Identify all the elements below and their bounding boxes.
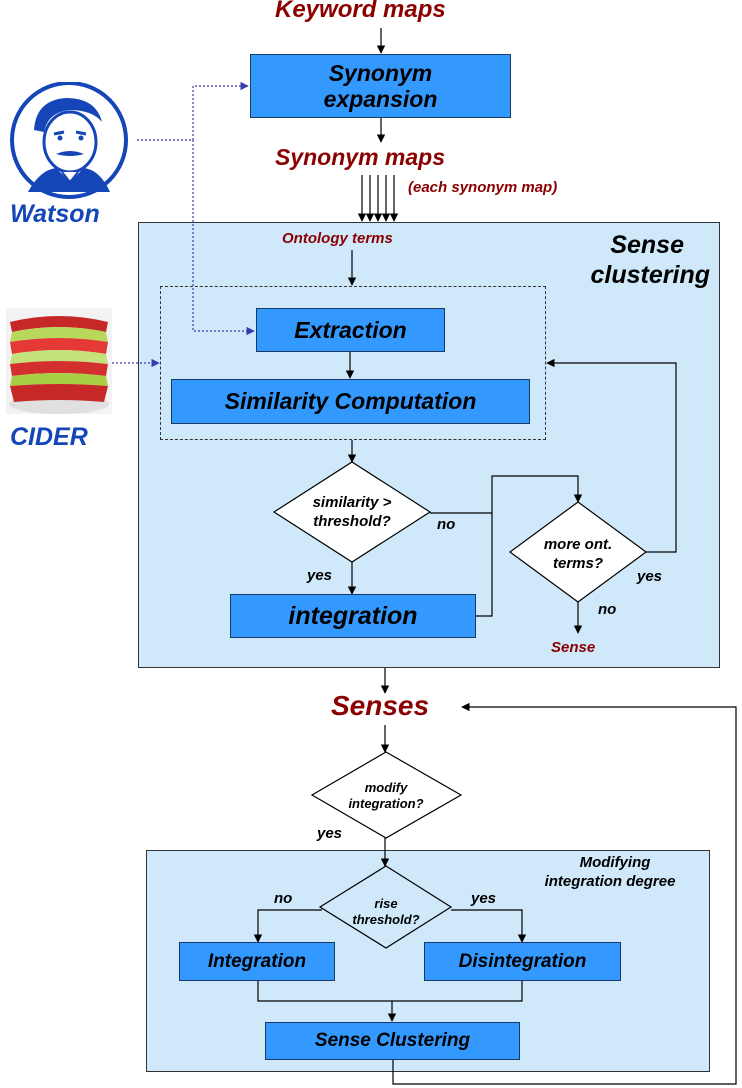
modify-integration-line2: integration? bbox=[348, 796, 424, 812]
synonym-expansion-line2: expansion bbox=[323, 86, 438, 112]
rise-threshold-line2: threshold? bbox=[352, 912, 420, 928]
rise-threshold-line1: rise bbox=[374, 896, 398, 911]
integration-lower-label: integration bbox=[288, 601, 418, 630]
modifying-title: Modifying integration degree bbox=[520, 854, 700, 892]
sliced-apple-icon bbox=[6, 308, 112, 414]
rise-yes-label: yes bbox=[471, 890, 497, 907]
synonym-maps-label: Synonym maps bbox=[275, 144, 445, 170]
rise-threshold-decision bbox=[318, 865, 453, 949]
watson-portrait-icon bbox=[10, 82, 128, 199]
modify-integration-text: modify integration? bbox=[322, 780, 450, 813]
similarity-computation-label: Similarity Computation bbox=[224, 388, 477, 415]
extraction-box: Extraction bbox=[256, 308, 445, 352]
sense-clustering-title-line2: clustering bbox=[590, 261, 710, 289]
rise-no-label: no bbox=[274, 890, 293, 907]
more-ont-yes-label: yes bbox=[637, 568, 663, 585]
sense-label: Sense bbox=[551, 639, 596, 656]
integration-box: Integration bbox=[179, 942, 335, 981]
rise-threshold-text: rise threshold? bbox=[330, 896, 442, 929]
similarity-decision-line2: threshold? bbox=[313, 512, 391, 530]
similarity-decision-line1: similarity > bbox=[312, 494, 392, 511]
sense-clustering-box-label: Sense Clustering bbox=[314, 1030, 471, 1052]
sense-clustering-title: Sense clustering bbox=[560, 230, 710, 290]
integration-lower-box: integration bbox=[230, 594, 476, 638]
modifying-title-line1: Modifying bbox=[579, 854, 651, 871]
similarity-decision bbox=[272, 461, 432, 563]
sense-clustering-title-line1: Sense bbox=[610, 231, 684, 259]
extraction-group bbox=[160, 286, 546, 440]
modify-yes-label: yes bbox=[317, 825, 343, 842]
more-ont-terms-decision bbox=[508, 501, 648, 603]
synonym-expansion-line1: Synonym bbox=[328, 59, 433, 86]
similarity-yes-label: yes bbox=[307, 567, 333, 584]
cider-label: CIDER bbox=[10, 423, 88, 451]
integration-label: Integration bbox=[207, 950, 307, 972]
modify-integration-line1: modify bbox=[364, 780, 408, 795]
similarity-decision-text: similarity > threshold? bbox=[282, 494, 422, 532]
similarity-no-label: no bbox=[437, 516, 456, 533]
ontology-terms-label: Ontology terms bbox=[282, 230, 393, 247]
more-ont-terms-line2: terms? bbox=[552, 554, 604, 572]
disintegration-label: Disintegration bbox=[458, 950, 587, 972]
sense-clustering-panel bbox=[138, 222, 720, 668]
keyword-maps-label: Keyword maps bbox=[275, 0, 446, 23]
senses-label: Senses bbox=[331, 690, 430, 721]
sense-clustering-box: Sense Clustering bbox=[265, 1022, 520, 1060]
synonym-expansion-box: Synonym expansion bbox=[250, 54, 511, 118]
disintegration-box: Disintegration bbox=[424, 942, 621, 981]
modifying-title-line2: integration degree bbox=[544, 872, 676, 890]
extraction-label: Extraction bbox=[294, 316, 407, 343]
more-ont-terms-text: more ont. terms? bbox=[518, 536, 638, 574]
modify-integration-decision bbox=[310, 751, 463, 839]
more-ont-no-label: no bbox=[598, 601, 617, 618]
each-synonym-map-label: (each synonym map) bbox=[408, 179, 558, 196]
more-ont-terms-line1: more ont. bbox=[543, 536, 613, 553]
similarity-computation-box: Similarity Computation bbox=[171, 379, 530, 424]
watson-label: Watson bbox=[10, 200, 100, 228]
